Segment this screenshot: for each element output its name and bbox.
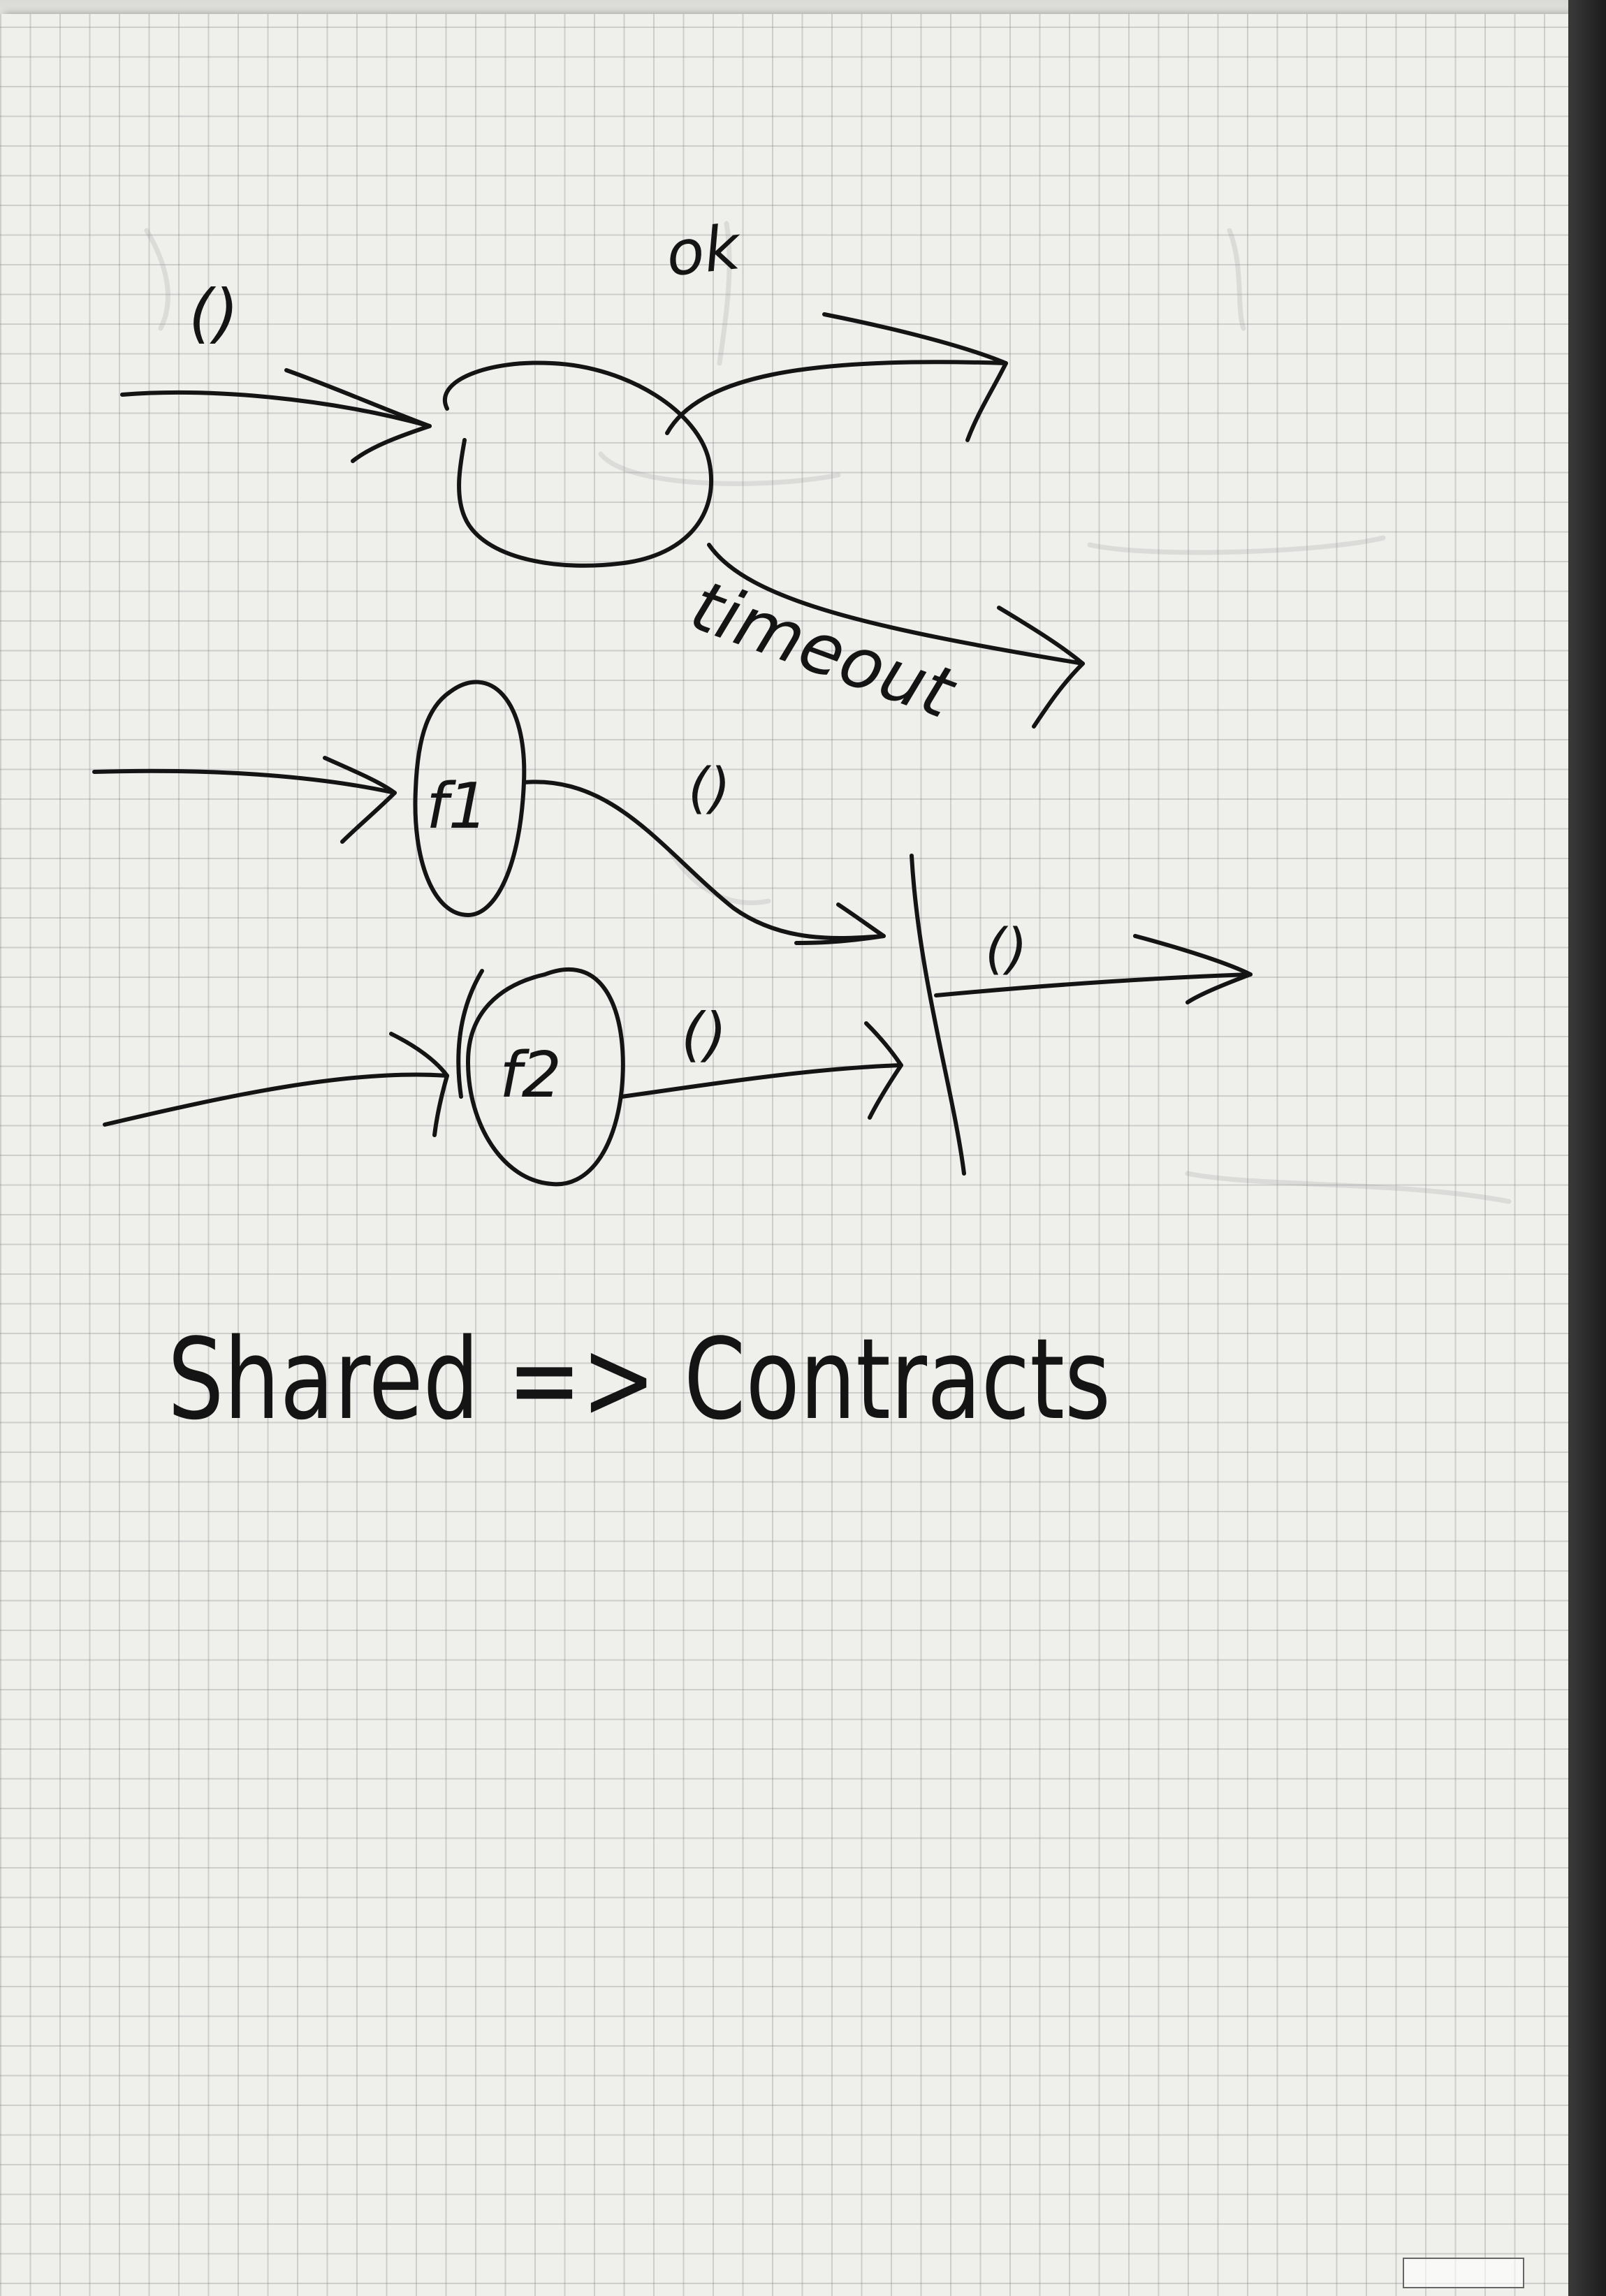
f2-outer-mark bbox=[456, 969, 484, 1099]
f2-label: f2 bbox=[499, 1039, 562, 1112]
f2-input-arrow-head bbox=[389, 1032, 449, 1137]
f1-input-arrow-shaft bbox=[92, 768, 397, 795]
f2-output-arrow-head bbox=[864, 1021, 903, 1120]
board-edge bbox=[1568, 0, 1606, 2296]
f1-output-arrow-shaft bbox=[522, 780, 886, 941]
f2-node-ellipse bbox=[466, 967, 625, 1187]
top-input-label: () bbox=[189, 276, 239, 351]
join-output-arrow-head bbox=[1133, 934, 1253, 1004]
timeout-arrow-shaft bbox=[707, 543, 1085, 666]
join-output-arrow-shaft bbox=[934, 972, 1253, 997]
f1-input-arrow-head bbox=[323, 756, 397, 844]
timeout-label: timeout bbox=[680, 564, 967, 736]
show-through-marks bbox=[144, 221, 1512, 1204]
join-bar bbox=[910, 854, 966, 1176]
caption-text: Shared => Contracts bbox=[168, 1314, 1111, 1445]
top-node-ellipse bbox=[443, 360, 714, 568]
paper-brand-logo bbox=[1403, 2258, 1524, 2288]
f2-input-arrow-shaft bbox=[103, 1072, 449, 1127]
f2-output-arrow-shaft bbox=[620, 1063, 903, 1099]
f1-output-arrow-head bbox=[794, 902, 886, 945]
ok-label: ok bbox=[663, 211, 745, 291]
f1-node-ellipse bbox=[413, 680, 527, 917]
f1-label: f1 bbox=[426, 770, 488, 843]
input-arrow-shaft bbox=[120, 390, 432, 428]
labels: () ok timeout f1 () f2 () () Shared => C… bbox=[168, 211, 1111, 1445]
ok-arrow-head bbox=[822, 312, 1008, 442]
f2-output-label: () bbox=[681, 1000, 727, 1069]
top-node-group bbox=[120, 312, 1085, 729]
f1-output-label: () bbox=[688, 757, 731, 820]
timeout-arrow-head bbox=[997, 606, 1085, 729]
ok-arrow-shaft bbox=[665, 360, 1008, 435]
lower-flow-group bbox=[92, 680, 1253, 1187]
join-output-label: () bbox=[985, 918, 1028, 981]
input-arrow-head bbox=[284, 368, 432, 463]
